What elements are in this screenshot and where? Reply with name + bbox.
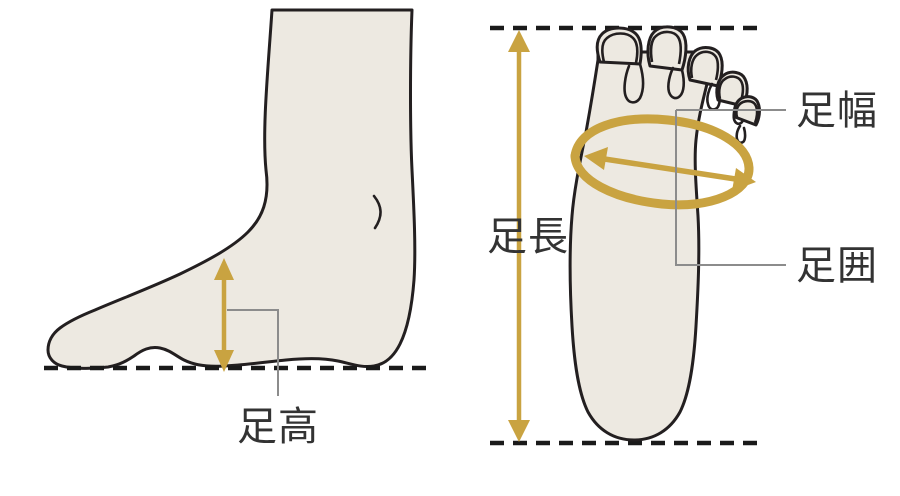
- toe-5-nail: [735, 99, 759, 124]
- toe-1-nail: [601, 32, 639, 64]
- toe-1-crease: [623, 62, 645, 104]
- toe-3: [686, 46, 724, 88]
- foot-height-arrow: [214, 258, 234, 372]
- toe-2: [646, 25, 688, 72]
- side-foot-silhouette: [46, 8, 417, 370]
- foot-length-arrow: [508, 30, 530, 442]
- toe-2-crease: [667, 66, 686, 100]
- ankle-crease-mark: [372, 194, 382, 230]
- toe-4-nail: [717, 75, 745, 102]
- top-view-group: 足長 足幅 足囲: [487, 25, 878, 446]
- side-view-group: 足高: [44, 8, 432, 450]
- label-foot-width: 足幅: [796, 88, 878, 134]
- foot-width-arrow: [584, 147, 756, 191]
- foot-height-leader-line: [227, 309, 279, 396]
- label-foot-length: 足長: [487, 214, 569, 260]
- label-foot-height: 足高: [237, 404, 319, 450]
- label-foot-girth: 足囲: [796, 243, 878, 289]
- foot-width-leader-line: [675, 110, 786, 266]
- toe-2-nail: [649, 30, 683, 65]
- toe-3-nail: [689, 50, 720, 81]
